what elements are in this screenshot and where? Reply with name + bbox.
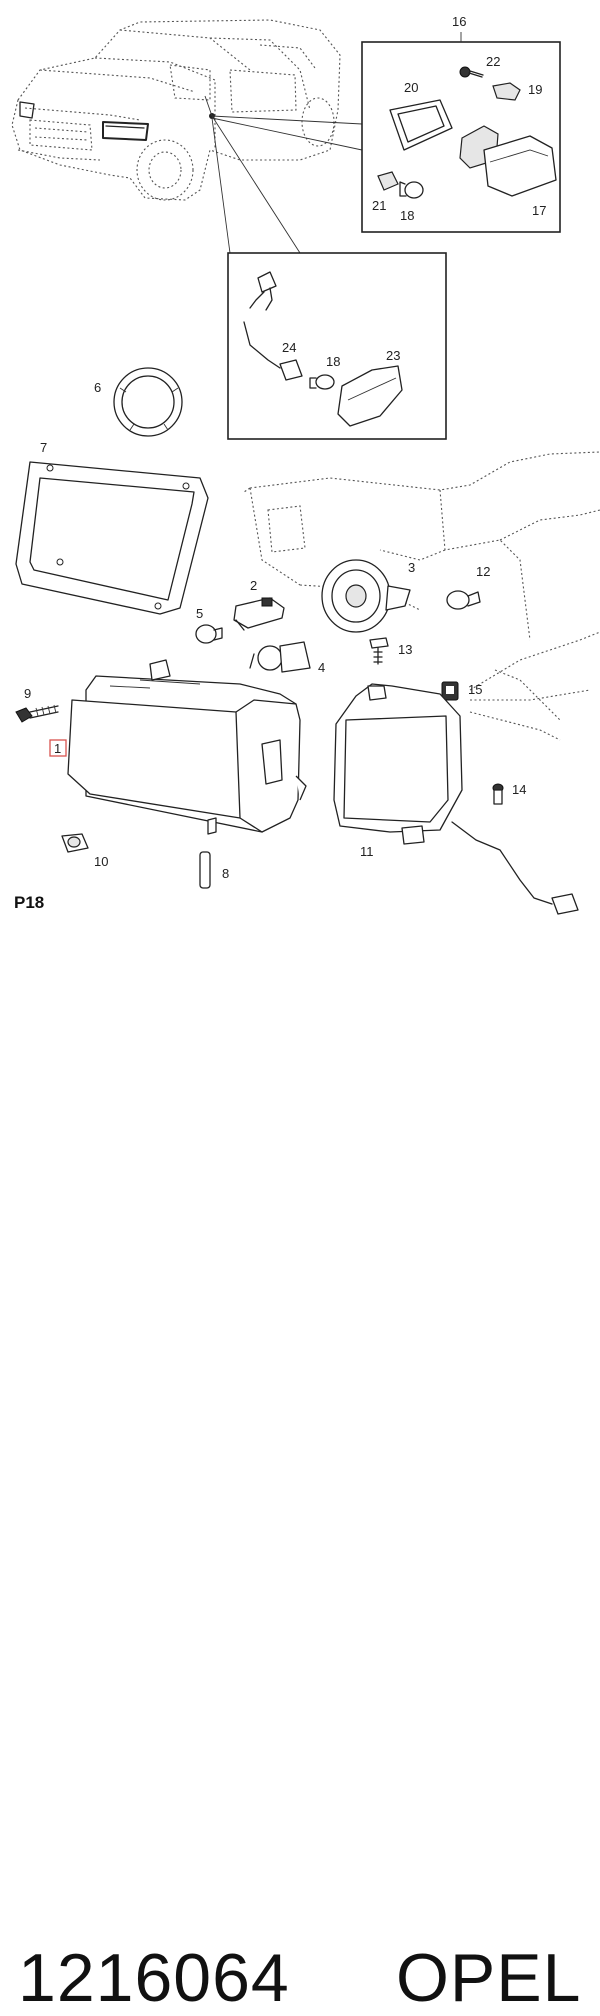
callout-23: 23 (386, 348, 400, 363)
brand-name: OPEL (396, 1940, 582, 2016)
callout-5: 5 (196, 606, 203, 621)
callout-8: 8 (222, 866, 229, 881)
bulb-5 (195, 624, 223, 644)
callout-7: 7 (40, 440, 47, 455)
callout-22: 22 (486, 54, 500, 69)
bulb-4 (249, 641, 311, 673)
callout-14: 14 (512, 782, 526, 797)
footer: 1216064 OPEL (0, 960, 600, 2014)
callout-20: 20 (404, 80, 418, 95)
page-code: P18 (14, 893, 44, 912)
screw-14 (492, 783, 504, 805)
retaining-ring-6 (113, 367, 183, 437)
detail-box-side-marker (361, 32, 561, 233)
clip-15 (441, 681, 459, 701)
nut-10 (61, 833, 89, 853)
leader-box-side (211, 115, 301, 254)
callout-15: 15 (468, 682, 482, 697)
callout-6: 6 (94, 380, 101, 395)
callout-11: 11 (360, 844, 374, 859)
side-repeater-lens-23 (337, 365, 403, 427)
callout-4: 4 (318, 660, 325, 675)
bulb-18-a (399, 181, 424, 199)
clip-19 (492, 82, 521, 101)
callout-12: 12 (476, 564, 490, 579)
vehicle-illustration (11, 19, 341, 201)
pin-8 (199, 851, 211, 889)
callout-17: 17 (532, 203, 546, 218)
gasket-20 (389, 99, 453, 151)
callout-13: 13 (398, 642, 412, 657)
callout-10: 10 (94, 854, 108, 869)
parts-diagram: 1 2 3 4 5 6 7 8 9 10 11 12 13 14 15 16 1… (0, 0, 600, 960)
bolt-22 (459, 66, 484, 78)
leader-box-16 (211, 115, 363, 151)
callout-21: 21 (372, 198, 386, 213)
body-panel-outline (243, 451, 600, 741)
socket-21 (377, 171, 399, 191)
headlamp-1 (67, 659, 307, 835)
callout-18a: 18 (400, 208, 414, 223)
detail-box-side-repeater (227, 252, 447, 440)
part-number: 1216064 (18, 1940, 290, 2016)
callout-24: 24 (282, 340, 296, 355)
callout-9: 9 (24, 686, 31, 701)
wire-harness-24 (243, 271, 303, 381)
indicator-lamp-11 (333, 683, 579, 915)
screw-13 (369, 637, 389, 665)
fog-lamp-3 (321, 559, 411, 633)
callout-19: 19 (528, 82, 542, 97)
bolt-9 (15, 704, 59, 723)
headlamp-frame-7 (15, 461, 209, 615)
bulb-18-b (309, 374, 335, 390)
callout-1-highlight (49, 739, 67, 757)
bulb-12 (446, 590, 481, 610)
socket-2 (233, 597, 285, 631)
side-lamp-housing-17 (459, 125, 557, 197)
callout-1: 1 (54, 741, 61, 756)
callout-18b: 18 (326, 354, 340, 369)
callout-2: 2 (250, 578, 257, 593)
callout-16: 16 (452, 14, 466, 29)
callout-3: 3 (408, 560, 415, 575)
